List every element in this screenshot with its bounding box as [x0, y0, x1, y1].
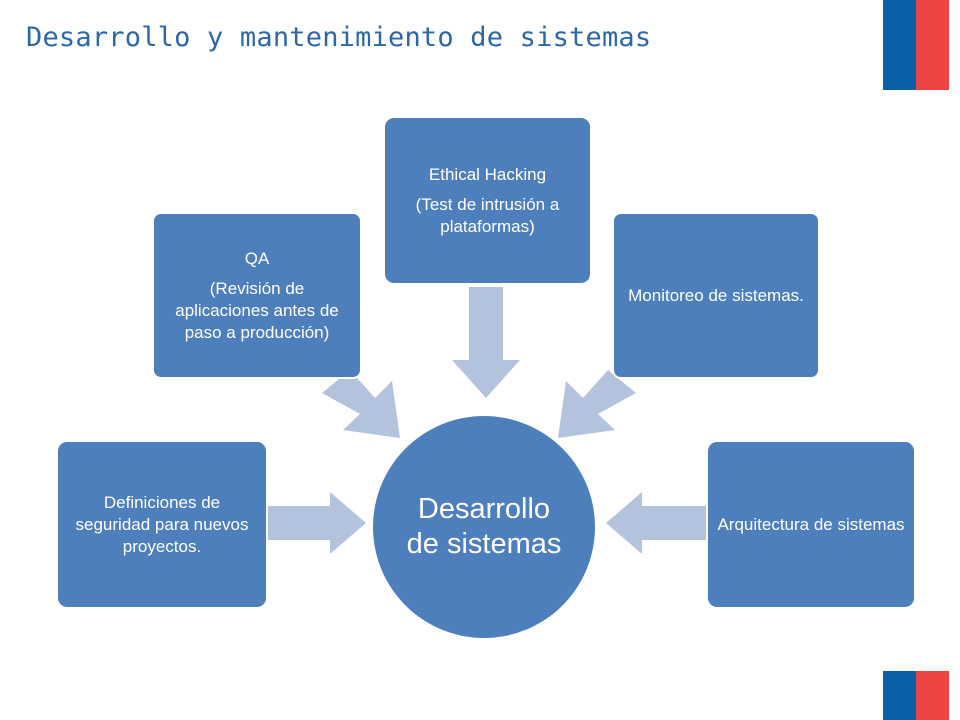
node-definiciones-seguridad: Definiciones de seguridad para nuevos pr… [58, 442, 266, 607]
node-arquitectura-text: Arquitectura de sistemas [717, 514, 905, 534]
arrow-qa [322, 370, 400, 438]
flag-blue-stripe [883, 671, 916, 720]
flag-red-stripe [916, 0, 949, 90]
node-monitoreo: Monitoreo de sistemas. [612, 212, 820, 379]
node-qa: QA (Revisión de aplicaciones antes de pa… [152, 212, 362, 379]
arrow-arquitectura [606, 492, 706, 554]
arrow-definiciones [268, 492, 366, 554]
center-node-desarrollo: Desarrollo de sistemas [373, 416, 595, 638]
center-node-text: Desarrollo de sistemas [406, 493, 562, 560]
flag-logo-bottom [883, 671, 949, 720]
node-qa-detail: (Revisión de aplicaciones antes de paso … [175, 278, 339, 342]
node-definiciones-text: Definiciones de seguridad para nuevos pr… [75, 492, 249, 556]
flag-logo-top [883, 0, 949, 90]
flag-blue-stripe [883, 0, 916, 90]
node-ethical-hacking-title: Ethical Hacking [428, 164, 547, 184]
page-title: Desarrollo y mantenimiento de sistemas [26, 22, 652, 53]
node-ethical-hacking: Ethical Hacking (Test de intrusión a pla… [385, 118, 590, 283]
node-monitoreo-text: Monitoreo de sistemas. [628, 285, 804, 305]
node-arquitectura: Arquitectura de sistemas [708, 442, 914, 607]
arrow-monitoreo [558, 370, 636, 438]
arrow-ethical-hacking [452, 287, 520, 398]
flag-red-stripe [916, 671, 949, 720]
node-ethical-hacking-detail: (Test de intrusión a plataformas) [415, 194, 560, 236]
node-qa-title: QA [244, 248, 270, 268]
